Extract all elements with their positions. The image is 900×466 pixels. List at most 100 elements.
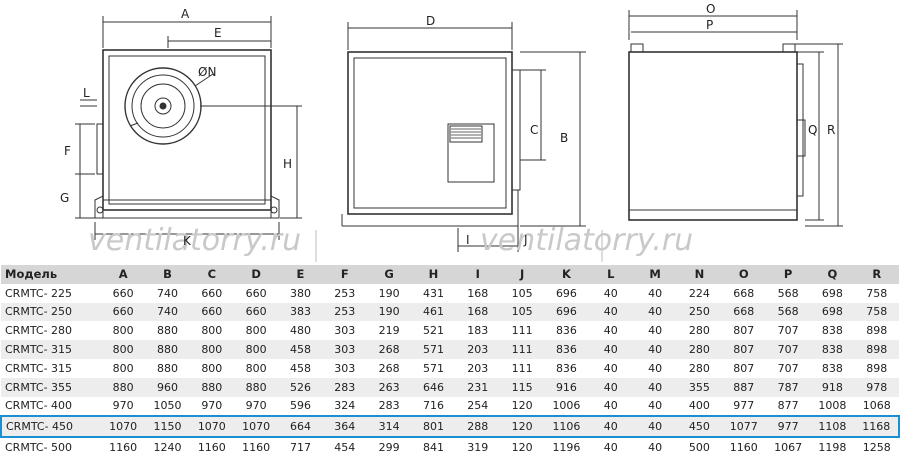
value-cell: 40	[588, 377, 633, 397]
value-cell: 40	[588, 302, 633, 322]
value-cell: 977	[721, 396, 766, 417]
value-cell: 800	[189, 340, 234, 359]
model-cell: CRMTC- 450	[0, 415, 101, 439]
header-col-n: N	[677, 265, 722, 284]
header-col-a: A	[101, 265, 146, 284]
value-cell: 970	[233, 396, 279, 417]
value-cell: 268	[366, 358, 412, 378]
front-view	[75, 16, 302, 240]
value-cell: 1160	[189, 437, 234, 457]
value-cell: 355	[677, 377, 722, 397]
value-cell: 461	[411, 302, 456, 322]
value-cell: 254	[455, 396, 500, 417]
value-cell: 219	[366, 321, 412, 341]
value-cell: 288	[455, 415, 500, 439]
header-col-g: G	[366, 265, 412, 284]
value-cell: 183	[455, 321, 500, 341]
value-cell: 1160	[233, 437, 279, 457]
dim-label-r: R	[827, 123, 835, 137]
value-cell: 898	[854, 358, 899, 378]
dim-label-d: D	[426, 14, 435, 28]
model-cell: CRMTC- 400	[1, 396, 101, 417]
value-cell: 111	[499, 358, 545, 378]
value-cell: 526	[278, 377, 323, 397]
header-col-h: H	[411, 265, 456, 284]
value-cell: 1050	[145, 396, 190, 417]
value-cell: 280	[677, 358, 722, 378]
model-cell: CRMTC- 355	[1, 377, 101, 397]
value-cell: 1160	[721, 437, 766, 457]
value-cell: 400	[677, 396, 722, 417]
value-cell: 898	[854, 321, 899, 341]
value-cell: 40	[632, 396, 678, 417]
value-cell: 660	[101, 302, 146, 322]
value-cell: 880	[145, 358, 190, 378]
value-cell: 664	[278, 415, 323, 439]
value-cell: 1160	[101, 437, 146, 457]
value-cell: 800	[189, 358, 234, 378]
side-view	[341, 22, 586, 252]
value-cell: 303	[322, 340, 367, 359]
value-cell: 707	[765, 340, 811, 359]
value-cell: 268	[366, 340, 412, 359]
value-cell: 838	[810, 358, 855, 378]
dim-label-c: C	[530, 123, 538, 137]
value-cell: 1077	[721, 415, 766, 439]
value-cell: 253	[322, 283, 367, 303]
value-cell: 880	[189, 377, 234, 397]
value-cell: 698	[810, 302, 855, 322]
value-cell: 836	[544, 321, 589, 341]
value-cell: 450	[677, 415, 722, 439]
header-col-i: I	[455, 265, 500, 284]
value-cell: 660	[233, 283, 279, 303]
value-cell: 960	[145, 377, 190, 397]
header-model: Модель	[1, 265, 101, 284]
value-cell: 660	[233, 302, 279, 322]
dim-label-l: L	[83, 86, 90, 100]
value-cell: 1070	[101, 415, 146, 439]
model-cell: CRMTC- 225	[1, 283, 101, 303]
value-cell: 1168	[854, 415, 900, 439]
value-cell: 660	[189, 302, 234, 322]
value-cell: 280	[677, 321, 722, 341]
value-cell: 880	[145, 321, 190, 341]
model-cell: CRMTC- 250	[1, 302, 101, 322]
value-cell: 1006	[544, 396, 589, 417]
model-cell: CRMTC- 500	[1, 437, 101, 457]
value-cell: 800	[233, 358, 279, 378]
value-cell: 807	[721, 340, 766, 359]
value-cell: 454	[322, 437, 367, 457]
value-cell: 40	[632, 358, 678, 378]
value-cell: 841	[411, 437, 456, 457]
value-cell: 190	[366, 283, 412, 303]
value-cell: 253	[322, 302, 367, 322]
model-cell: CRMTC- 315	[1, 358, 101, 378]
value-cell: 283	[366, 396, 412, 417]
header-col-j: J	[499, 265, 545, 284]
value-cell: 1067	[765, 437, 811, 457]
value-cell: 660	[189, 283, 234, 303]
value-cell: 168	[455, 283, 500, 303]
value-cell: 646	[411, 377, 456, 397]
header-col-r: R	[854, 265, 899, 284]
header-col-f: F	[322, 265, 367, 284]
value-cell: 190	[366, 302, 412, 322]
value-cell: 380	[278, 283, 323, 303]
value-cell: 571	[411, 340, 456, 359]
value-cell: 458	[278, 340, 323, 359]
value-cell: 836	[544, 358, 589, 378]
dim-label-e: E	[214, 26, 222, 40]
value-cell: 111	[499, 340, 545, 359]
dim-label-q: Q	[808, 123, 817, 137]
value-cell: 787	[765, 377, 811, 397]
value-cell: 283	[322, 377, 367, 397]
model-cell: CRMTC- 315	[1, 340, 101, 359]
value-cell: 383	[278, 302, 323, 322]
value-cell: 838	[810, 321, 855, 341]
value-cell: 1108	[810, 415, 855, 439]
